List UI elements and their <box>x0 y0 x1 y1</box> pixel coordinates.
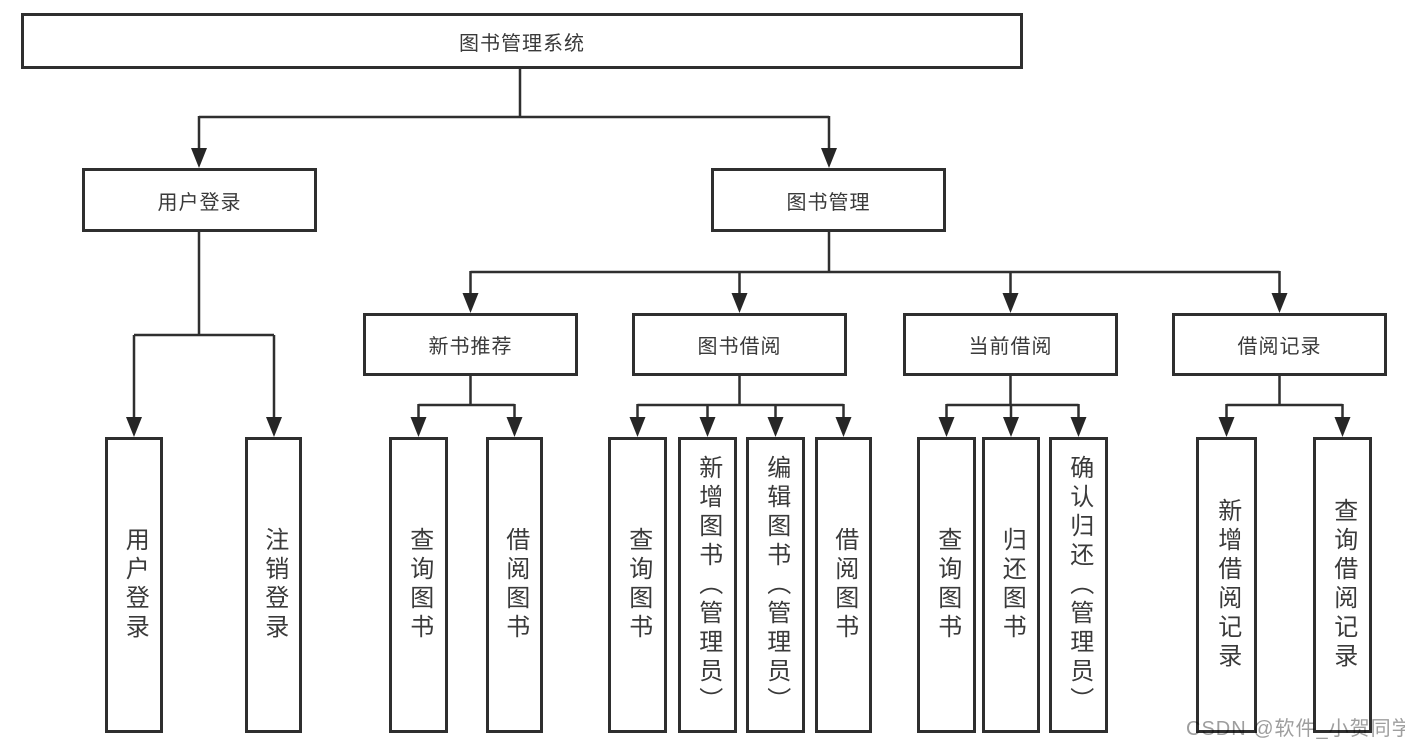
node-label: 查询借阅记录 <box>1329 498 1357 672</box>
node-query-books-1: 查询图书 <box>389 437 448 733</box>
node-label: 图书管理 <box>786 191 871 214</box>
node-query-borrow-record: 查询借阅记录 <box>1313 437 1372 733</box>
node-label: 查询图书 <box>933 527 961 643</box>
node-label: 借阅图书 <box>830 527 858 643</box>
node-book-management-branch: 图书管理 <box>711 168 946 232</box>
node-label: 借阅记录 <box>1237 336 1322 358</box>
node-add-book-admin: 新增图书（管理员） <box>678 437 737 733</box>
node-confirm-return-admin: 确认归还（管理员） <box>1049 437 1108 733</box>
node-user-login-action: 用户登录 <box>105 437 163 733</box>
node-label: 用户登录 <box>121 527 149 643</box>
node-borrow-records: 借阅记录 <box>1172 313 1387 376</box>
node-borrow-books-2: 借阅图书 <box>815 437 872 733</box>
node-label: 归还图书 <box>998 527 1026 643</box>
node-label: 编辑图书（管理员） <box>762 454 790 716</box>
node-label: 新增借阅记录 <box>1213 498 1241 672</box>
node-borrow-books-1: 借阅图书 <box>486 437 543 733</box>
node-root-system: 图书管理系统 <box>21 13 1023 69</box>
node-label: 注销登录 <box>260 527 288 643</box>
csdn-watermark: CSDN @软件_小贺同学 <box>1186 718 1405 740</box>
arrowhead-down-icons <box>126 148 1351 437</box>
node-query-books-2: 查询图书 <box>608 437 667 733</box>
node-edit-book-admin: 编辑图书（管理员） <box>746 437 805 733</box>
node-label: 新增图书（管理员） <box>694 454 722 716</box>
node-query-books-3: 查询图书 <box>917 437 976 733</box>
node-label: 图书管理系统 <box>459 32 585 55</box>
node-return-book: 归还图书 <box>982 437 1040 733</box>
connector-lines <box>132 69 1344 420</box>
node-label: 用户登录 <box>157 191 242 214</box>
node-current-borrowing: 当前借阅 <box>903 313 1118 376</box>
node-label: 确认归还（管理员） <box>1065 454 1093 716</box>
node-label: 新书推荐 <box>428 336 513 358</box>
node-new-book-recommend: 新书推荐 <box>363 313 578 376</box>
node-user-login-branch: 用户登录 <box>82 168 317 232</box>
node-add-borrow-record: 新增借阅记录 <box>1196 437 1257 733</box>
node-logout-action: 注销登录 <box>245 437 302 733</box>
node-label: 查询图书 <box>624 527 652 643</box>
node-book-borrowing: 图书借阅 <box>632 313 847 376</box>
node-label: 查询图书 <box>405 527 433 643</box>
node-label: 当前借阅 <box>968 336 1053 358</box>
node-label: 借阅图书 <box>501 527 529 643</box>
node-label: 图书借阅 <box>697 336 782 358</box>
